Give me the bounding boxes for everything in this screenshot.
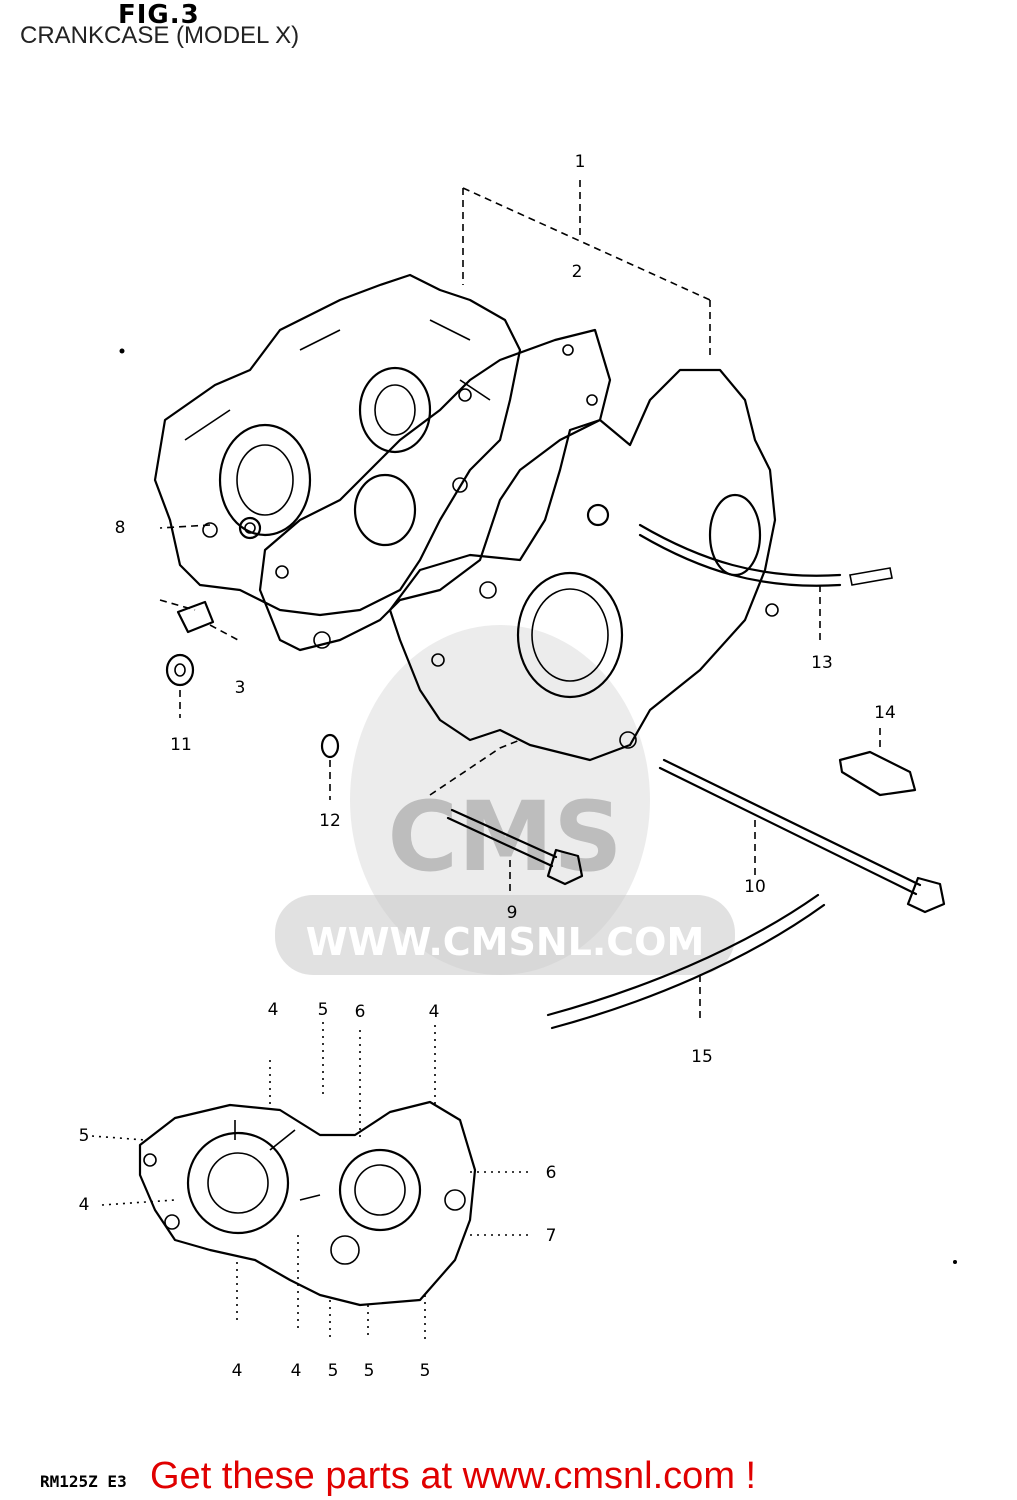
clamp-14	[838, 728, 917, 797]
hose-15	[546, 893, 826, 1030]
bottom-view-crankcase	[91, 1022, 530, 1340]
callout-bottom-5: 5	[78, 1126, 90, 1146]
model-code: RM125Z E3	[40, 1472, 127, 1491]
callout-bottom-5: 5	[419, 1361, 431, 1381]
callout-bottom-4: 4	[78, 1195, 90, 1215]
callout-10: 10	[744, 877, 766, 897]
left-crankcase-half	[153, 273, 522, 617]
dot-mark	[119, 348, 125, 354]
dot-mark	[953, 1260, 957, 1264]
right-crankcase-half	[388, 368, 893, 762]
bolt-10	[658, 758, 946, 914]
parts-shop-link[interactable]: Get these parts at www.cmsnl.com !	[150, 1455, 757, 1497]
callout-bottom-4: 4	[428, 1002, 440, 1022]
callout-8: 8	[114, 518, 126, 538]
callout-bottom-6: 6	[354, 1002, 366, 1022]
callout-13: 13	[811, 653, 833, 673]
callout-15: 15	[691, 1047, 713, 1067]
part-1-bracket	[462, 180, 711, 360]
callout-11: 11	[170, 735, 192, 755]
bolt-9	[446, 808, 584, 895]
callout-2: 2	[571, 262, 583, 282]
callout-bottom-5: 5	[317, 1000, 329, 1020]
callout-1: 1	[574, 152, 586, 172]
small-parts	[159, 524, 521, 800]
callout-bottom-4: 4	[231, 1361, 243, 1381]
page-title: CRANKCASE (MODEL X)	[20, 22, 300, 49]
watermark-brand: CMS	[387, 781, 622, 893]
watermark-url: WWW.CMSNL.COM	[306, 920, 705, 964]
callout-9: 9	[506, 903, 518, 923]
callout-bottom-4: 4	[290, 1361, 302, 1381]
callout-bottom-6: 6	[545, 1163, 557, 1183]
figure-label: FIG.3	[118, 0, 200, 30]
callout-14: 14	[874, 703, 896, 723]
watermark-logo: CMS WWW.CMSNL.COM	[275, 625, 735, 975]
callout-bottom-7: 7	[545, 1226, 557, 1246]
gasket	[258, 328, 612, 652]
callout-bottom-4: 4	[267, 1000, 279, 1020]
callout-bottom-5: 5	[327, 1361, 339, 1381]
callout-bottom-5: 5	[363, 1361, 375, 1381]
callout-3: 3	[234, 678, 246, 698]
callout-12: 12	[319, 811, 341, 831]
